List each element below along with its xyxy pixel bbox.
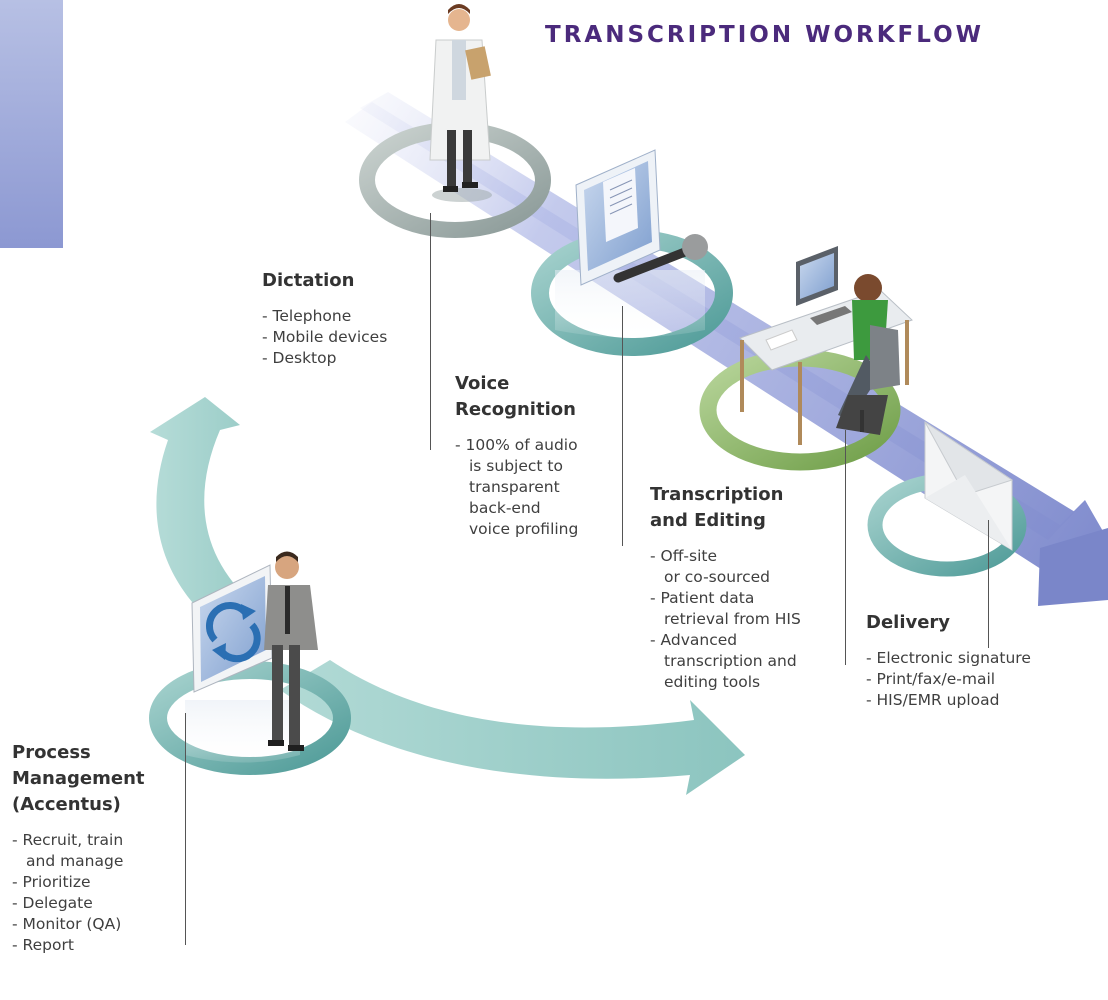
stage-item: 100% of audio is subject to transparent … bbox=[455, 435, 579, 540]
desk-typist bbox=[739, 246, 913, 445]
cycle-arrow-bottom bbox=[280, 660, 745, 795]
stage-process-management: Process Management (Accentus) Recruit, t… bbox=[12, 740, 145, 956]
dictation-leader bbox=[430, 213, 431, 450]
flow-arrow-head bbox=[1038, 528, 1108, 606]
stage-item: Advanced transcription and editing tools bbox=[650, 630, 801, 693]
transcription-leader bbox=[845, 430, 846, 665]
stage-item: Electronic signature bbox=[866, 648, 1031, 669]
doctor-figure bbox=[429, 4, 492, 202]
stage-heading: Process Management (Accentus) bbox=[12, 742, 145, 815]
stage-item: Off-site or co-sourced bbox=[650, 546, 801, 588]
stage-item: Telephone bbox=[262, 306, 387, 327]
stage-heading: Delivery bbox=[866, 612, 951, 633]
cycle-arrow bbox=[150, 397, 275, 655]
stage-item: Mobile devices bbox=[262, 327, 388, 348]
stage-voice-recognition: Voice Recognition 100% of audio is subje… bbox=[455, 371, 578, 540]
stage-dictation: Dictation Telephone Mobile devices Deskt… bbox=[262, 268, 387, 369]
stage-item: Print/fax/e-mail bbox=[866, 669, 1031, 690]
monitor-microphone bbox=[575, 149, 708, 286]
stage-transcription: Transcription and Editing Off-site or co… bbox=[650, 482, 801, 693]
delivery-leader bbox=[988, 520, 989, 648]
stage-item: Delegate bbox=[12, 893, 145, 914]
envelope bbox=[924, 421, 1014, 551]
stage-heading: Transcription and Editing bbox=[650, 484, 784, 531]
stage-item: Report bbox=[12, 935, 145, 956]
process-leader bbox=[185, 713, 186, 945]
page-title: TRANSCRIPTION WORKFLOW bbox=[545, 22, 984, 48]
stage-heading: Voice Recognition bbox=[455, 373, 576, 420]
side-tab bbox=[0, 0, 63, 248]
manager-sync-monitor bbox=[191, 551, 318, 751]
stage-item: HIS/EMR upload bbox=[866, 690, 1031, 711]
stage-heading: Dictation bbox=[262, 270, 355, 291]
stage-item: Prioritize bbox=[12, 872, 145, 893]
stage-item: Recruit, train and manage bbox=[12, 830, 145, 872]
stage-item: Desktop bbox=[262, 348, 387, 369]
stage-delivery: Delivery Electronic signature Print/fax/… bbox=[866, 610, 1031, 711]
stage-item: Patient data retrieval from HIS bbox=[650, 588, 801, 630]
voice-leader bbox=[622, 306, 623, 546]
stage-item: Monitor (QA) bbox=[12, 914, 145, 935]
